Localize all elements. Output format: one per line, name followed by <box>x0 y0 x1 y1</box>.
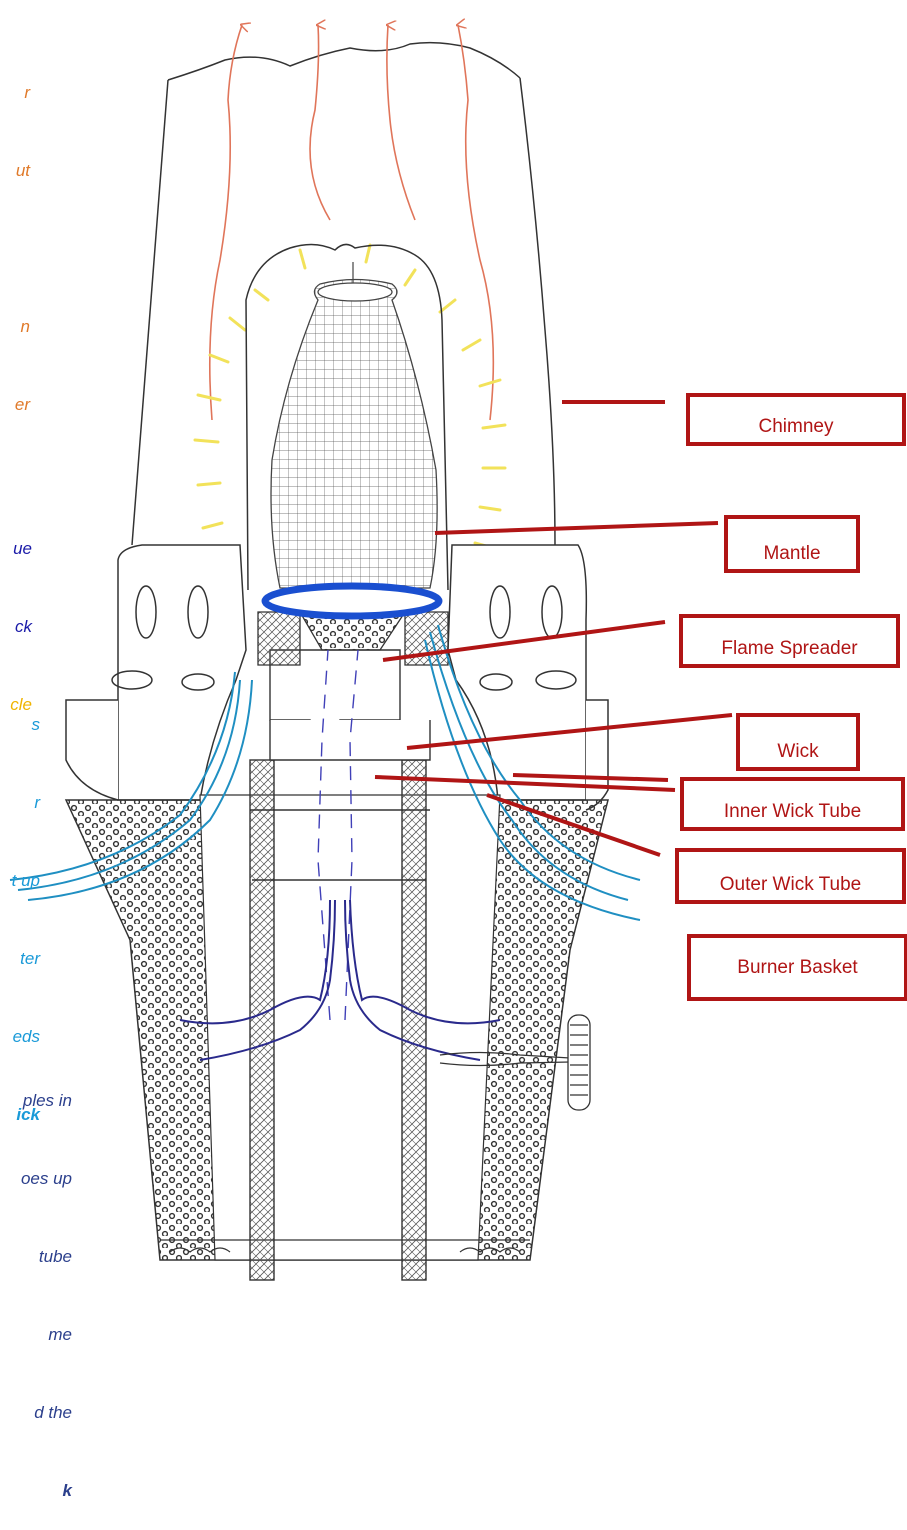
note-line: ut <box>0 158 30 184</box>
note-line: tube <box>0 1244 72 1270</box>
flame-ring <box>265 586 439 616</box>
note-line: ue <box>0 536 32 562</box>
label-chimney: Chimney <box>686 393 906 446</box>
note-line: t up <box>0 868 40 894</box>
note-line: ter <box>0 946 40 972</box>
note-line: er <box>0 392 30 418</box>
note-line: me <box>0 1322 72 1348</box>
note-line: oes up <box>0 1166 72 1192</box>
mantle <box>271 280 437 589</box>
label-burner-basket-box: Burner Basket <box>687 934 907 1001</box>
note-bottom-left: ples in oes up tube me d the k <box>0 1036 72 1530</box>
note-line <box>0 236 30 262</box>
note-line: r <box>0 790 40 816</box>
note-line: ples in <box>0 1088 72 1114</box>
note-top-left: r ut n er <box>0 28 30 444</box>
note-line: ck <box>0 614 32 640</box>
label-outer-wick-tube: Outer Wick Tube <box>675 848 906 904</box>
note-line: d the <box>0 1400 72 1426</box>
note-line: n <box>0 314 30 340</box>
basket-inner <box>200 795 500 1260</box>
label-inner-wick-tube: Inner Wick Tube <box>680 777 905 831</box>
note-line: k <box>0 1478 72 1504</box>
label-flame-spreader: Flame Spreader <box>679 614 900 668</box>
label-mantle: Mantle <box>724 515 860 573</box>
label-wick: Wick <box>736 713 860 771</box>
note-line: s <box>0 712 40 738</box>
note-line: r <box>0 80 30 106</box>
